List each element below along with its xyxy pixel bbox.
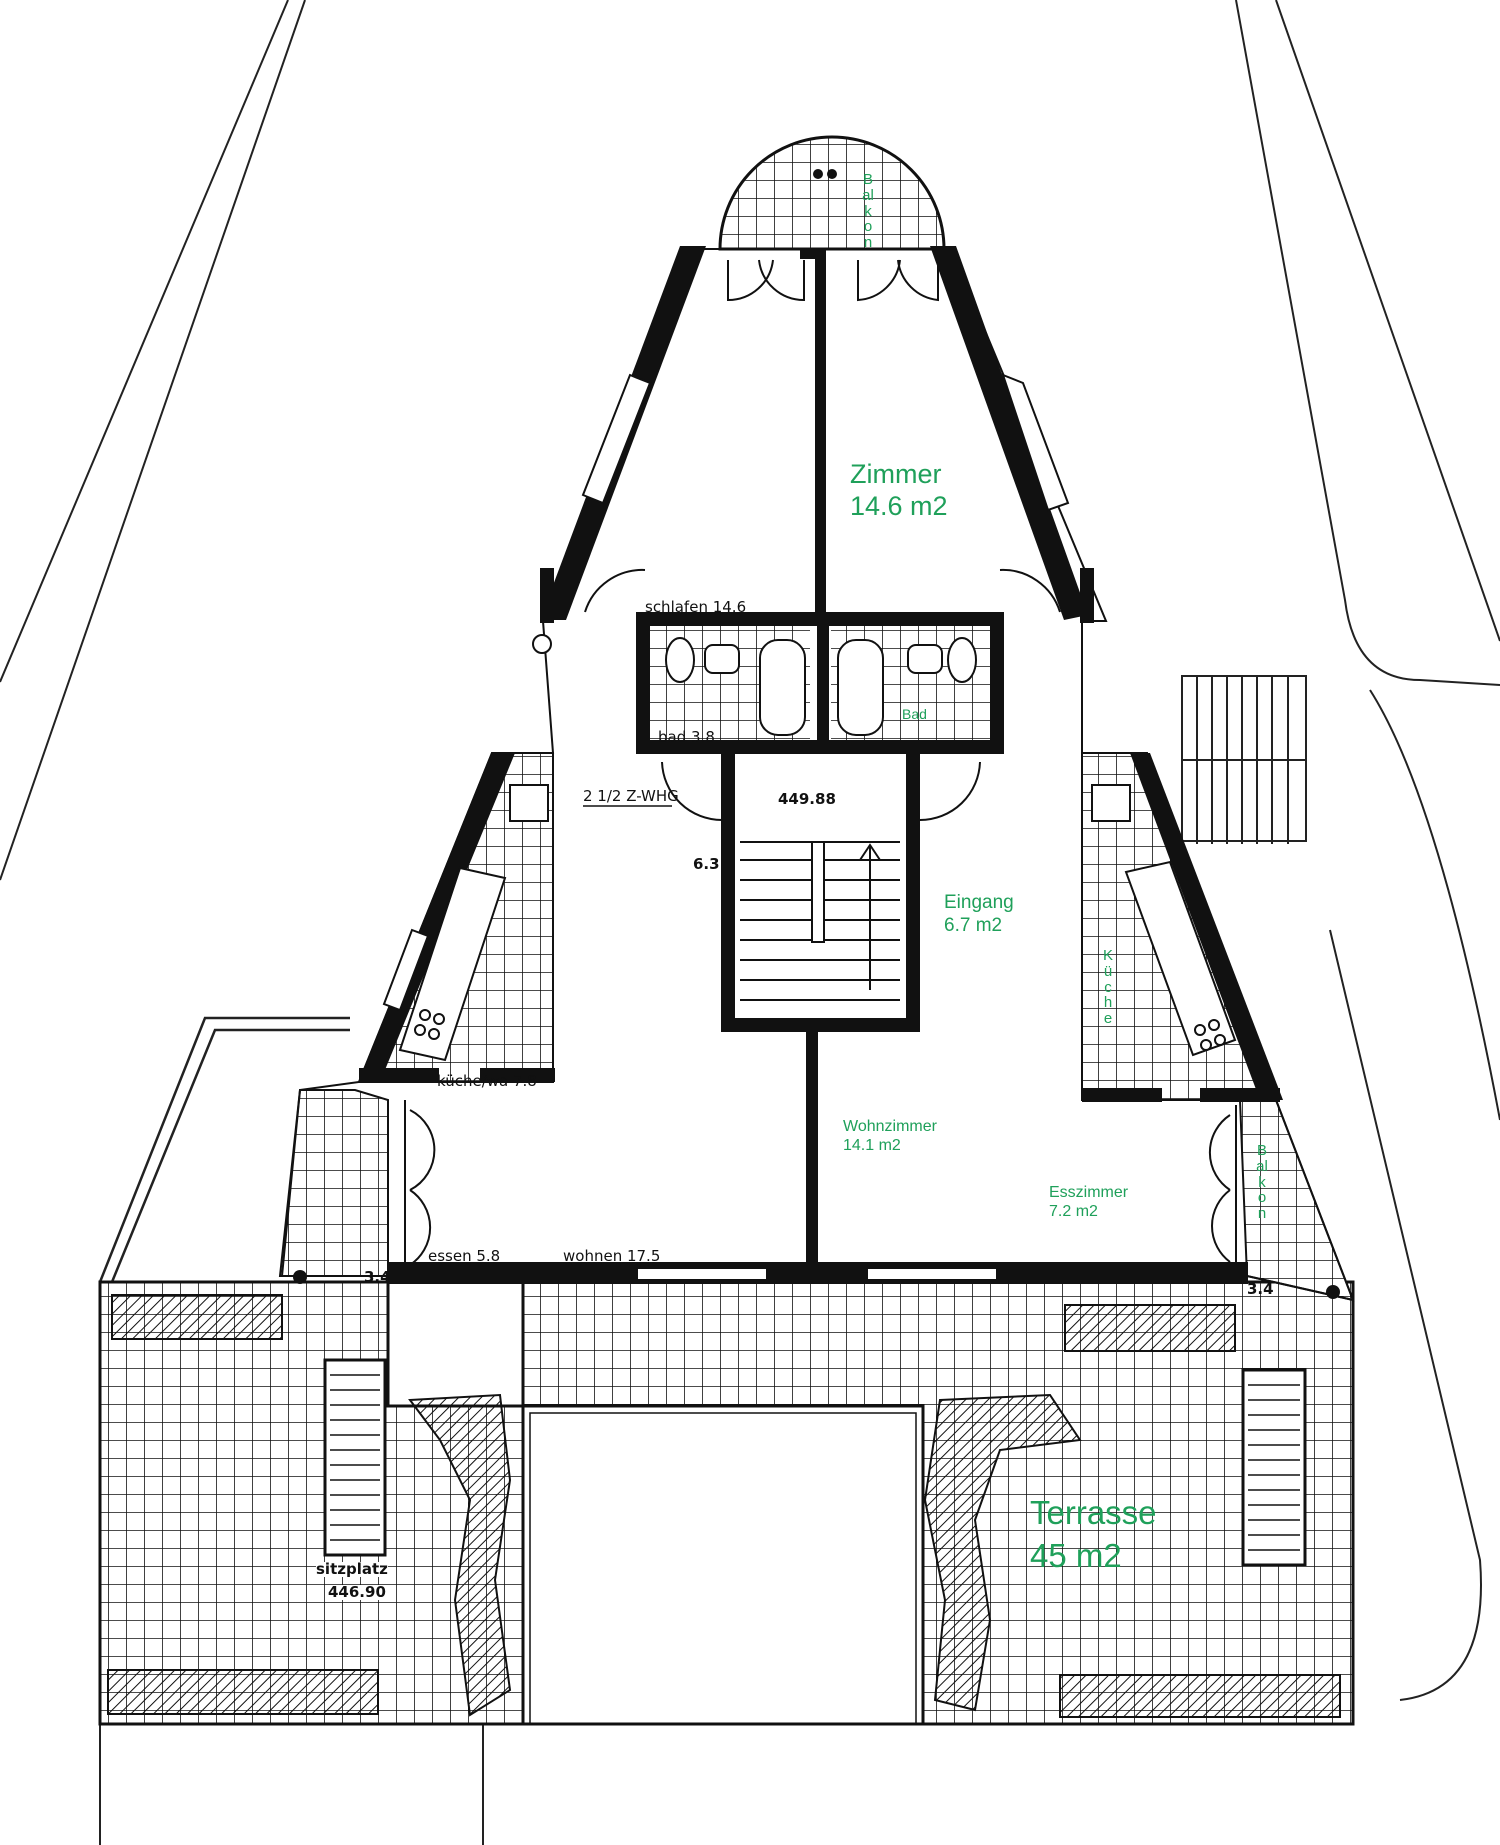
label-unit-type: 2 1/2 Z-WHG — [583, 787, 679, 805]
label-kueche: küche/wa 7.8 — [437, 1072, 537, 1090]
annotation-eingang: Eingang 6.7 m2 — [944, 892, 1014, 938]
columns — [293, 634, 1340, 1299]
eingang-name: Eingang — [944, 892, 1014, 913]
windows — [382, 373, 1070, 1281]
wohnzimmer-name: Wohnzimmer — [843, 1118, 937, 1135]
label-stair-area: 6.3 — [693, 855, 720, 873]
label-bad: bad 3.8 — [658, 728, 715, 746]
annotation-kueche: Küche — [1102, 947, 1113, 1027]
label-schlafen: schlafen 14.6 — [645, 598, 747, 616]
annotation-balkon-top: Balkon — [862, 171, 874, 251]
esszimmer-name: Esszimmer — [1049, 1184, 1129, 1201]
top-balcony — [718, 135, 946, 251]
annotation-esszimmer: Esszimmer 7.2 m2 — [1049, 1183, 1128, 1221]
terrasse-name: Terrasse — [1030, 1494, 1157, 1531]
annotation-wohnzimmer: Wohnzimmer 14.1 m2 — [843, 1117, 937, 1155]
label-dim-right: 3.4 — [1247, 1280, 1274, 1298]
annotation-bad: Bad — [902, 706, 927, 722]
exterior-stairs — [1181, 675, 1307, 845]
zimmer-name: Zimmer — [850, 459, 942, 489]
annotation-terrasse: Terrasse 45 m2 — [1030, 1492, 1157, 1578]
label-sitzplatz: sitzplatz — [316, 1560, 388, 1578]
label-level-stair: 449.88 — [778, 790, 836, 808]
label-wohnen: wohnen 17.5 — [563, 1247, 661, 1265]
label-level-sitzplatz: 446.90 — [328, 1583, 386, 1601]
walls — [359, 246, 1283, 1284]
stair-core — [735, 840, 906, 1018]
bathrooms — [650, 626, 990, 740]
annotation-zimmer: Zimmer 14.6 m2 — [850, 458, 948, 523]
wohnzimmer-area: 14.1 m2 — [843, 1137, 901, 1155]
annotation-balkon-right: Balkon — [1256, 1142, 1268, 1222]
left-frame — [98, 1016, 350, 1283]
planters — [107, 1294, 1341, 1718]
esszimmer-area: 7.2 m2 — [1049, 1203, 1098, 1221]
label-essen: essen 5.8 — [428, 1247, 501, 1265]
terrasse-area: 45 m2 — [1030, 1536, 1122, 1574]
kitchen-counters — [398, 784, 1237, 1062]
label-dim-left: 3.4 — [364, 1268, 391, 1286]
eingang-area: 6.7 m2 — [944, 914, 1003, 936]
zimmer-area: 14.6 m2 — [850, 491, 948, 522]
doors — [404, 259, 1237, 1266]
